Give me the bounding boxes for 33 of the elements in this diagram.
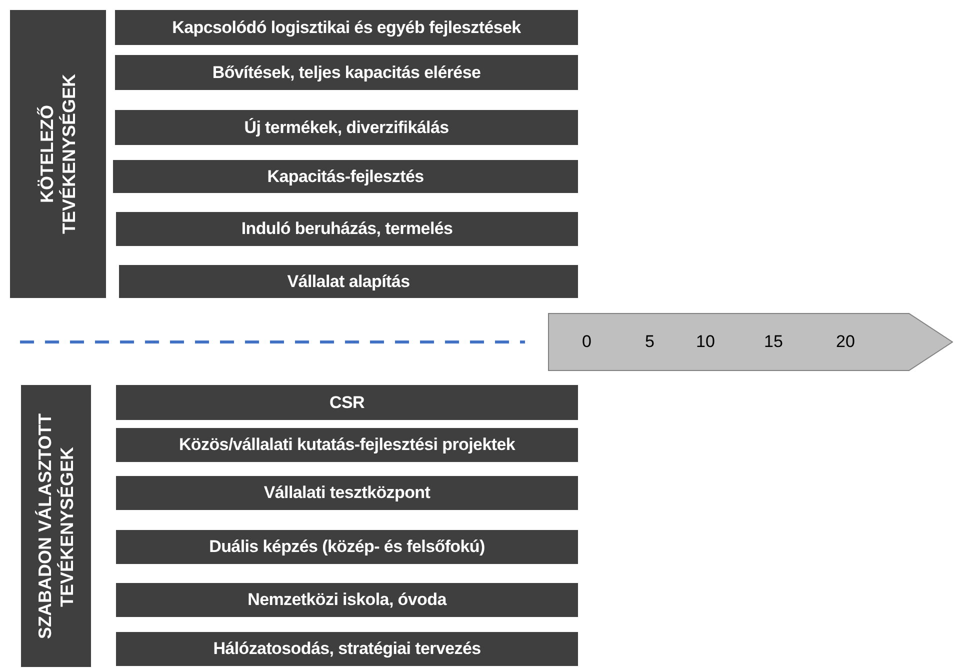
activity-bar [116, 428, 578, 462]
axis-tick-label: 20 [836, 333, 855, 350]
activity-label: Duális képzés (közép- és felsőfokú) [209, 536, 485, 558]
axis-tick-label: 5 [645, 333, 654, 350]
activity-label: Vállalat alapítás [287, 270, 410, 292]
activity-bar [119, 265, 578, 298]
activity-bar [116, 530, 578, 564]
activity-label: Nemzetközi iskola, óvoda [248, 589, 446, 611]
activity-bar [115, 55, 578, 90]
activity-label: Induló beruházás, termelés [241, 218, 453, 240]
activity-bar [115, 10, 578, 45]
axis-tick-label: 0 [582, 333, 592, 350]
activity-bar [115, 110, 578, 145]
activity-label: Kapacitás-fejlesztés [267, 166, 424, 188]
category-label-box [21, 385, 91, 667]
activity-bar [116, 385, 578, 420]
axis-tick-label: 10 [696, 333, 715, 350]
activity-bar [116, 476, 578, 510]
activity-label: Kapcsolódó logisztikai és egyéb fejlesztések [172, 16, 521, 38]
axis-tick-label: 15 [764, 333, 783, 350]
activity-bar [116, 583, 578, 617]
activity-bar [116, 632, 578, 666]
activity-label: Bővítések, teljes kapacitás elérése [212, 62, 481, 84]
activity-bar [116, 212, 578, 246]
activity-label: Új termékek, diverzifikálás [244, 116, 449, 138]
activity-label: Vállalati tesztközpont [264, 482, 430, 504]
category-label: SZABADON VÁLASZTOTT TEVÉKENYSÉGEK [34, 412, 78, 641]
activity-label: Közös/vállalati kutatás-fejlesztési projektek [178, 434, 516, 456]
category-label: KÖTELEZŐ TEVÉKENYSÉGEK [36, 72, 80, 236]
activity-label: Hálózatosodás, stratégiai tervezés [213, 638, 481, 660]
activity-label: CSR [330, 392, 364, 414]
activity-bar [113, 160, 578, 193]
category-label-box [10, 10, 106, 298]
